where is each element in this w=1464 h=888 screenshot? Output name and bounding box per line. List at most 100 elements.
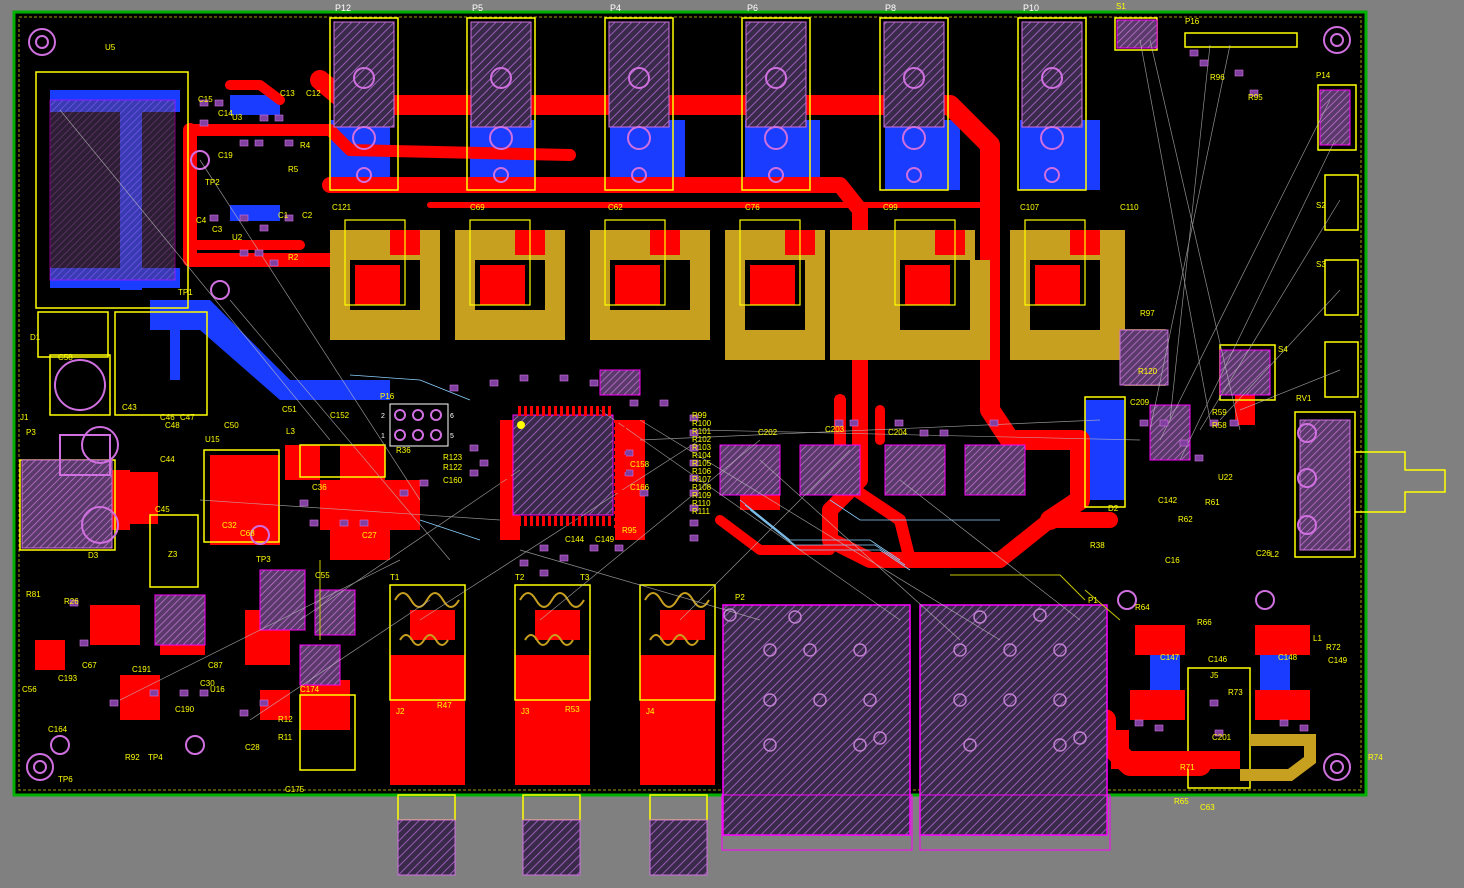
label-r72: R72 (1326, 643, 1341, 652)
label-s1: S1 (1116, 2, 1126, 11)
label-c166: C166 (630, 483, 650, 492)
fet-array (330, 219, 1125, 360)
label-c30: C30 (200, 679, 215, 688)
connector-label: P10 (1023, 3, 1039, 13)
label-r61: R61 (1205, 498, 1220, 507)
label-r74: R74 (1368, 753, 1383, 762)
label-c144: C144 (565, 535, 585, 544)
label-r58: R58 (1212, 421, 1227, 430)
component-bodies (21, 19, 1351, 876)
label-c201: C201 (1212, 733, 1232, 742)
label-r66: R66 (1197, 618, 1212, 627)
label-r96: R96 (1210, 73, 1225, 82)
bottom-right-loop-gold (1240, 734, 1316, 781)
label-c76: C76 (745, 203, 760, 212)
label-tp6: TP6 (58, 775, 73, 784)
label-c149: C149 (1328, 656, 1348, 665)
connector-p6: P6 (741, 3, 811, 191)
label-u5: U5 (105, 43, 116, 52)
left-silkscreen (19, 17, 1446, 821)
label-r106: R106 (692, 467, 712, 476)
label-c48: C48 (165, 421, 180, 430)
label-t3: T3 (580, 573, 590, 582)
label-d2: D2 (1108, 504, 1119, 513)
label-t2: T2 (515, 573, 525, 582)
label-c202: C202 (758, 428, 778, 437)
label-c193: C193 (58, 674, 78, 683)
label-d3: D3 (88, 551, 99, 560)
label-l1: L1 (1313, 634, 1322, 643)
label-l3: L3 (286, 427, 295, 436)
label-c121: C121 (332, 203, 352, 212)
label-j3: J3 (521, 707, 530, 716)
label-c175: C175 (285, 785, 305, 794)
connector-label: P4 (610, 3, 621, 13)
label-z3: Z3 (168, 550, 178, 559)
label-c174: C174 (300, 685, 320, 694)
label-r38: R38 (1090, 541, 1105, 550)
label-c63: C63 (1200, 803, 1215, 812)
label-u16: U16 (210, 685, 225, 694)
label-r64: R64 (1135, 603, 1150, 612)
connector-p4: P4 (604, 3, 674, 191)
transformer-windings (394, 592, 710, 646)
label-c14: C14 (218, 109, 233, 118)
label-r47: R47 (437, 701, 452, 710)
label-r105: R105 (692, 459, 712, 468)
label-r95: R95 (1248, 93, 1263, 102)
label-c45: C45 (155, 505, 170, 514)
label-c56: C56 (22, 685, 37, 694)
label-tp4: TP4 (148, 753, 163, 762)
svg-text:6: 6 (450, 413, 454, 420)
label-p14: P14 (1316, 71, 1331, 80)
label-u3: U3 (232, 113, 243, 122)
label-r122: R122 (443, 463, 463, 472)
label-r53: R53 (565, 705, 580, 714)
label-p16b: P16 (380, 392, 395, 401)
label-r103: R103 (692, 443, 712, 452)
label-r62: R62 (1178, 515, 1193, 524)
label-tp3: TP3 (256, 555, 271, 564)
label-r2: R2 (288, 253, 299, 262)
label-c146: C146 (1208, 655, 1228, 664)
label-r104: R104 (692, 451, 712, 460)
connector-p5: P5 (466, 3, 536, 191)
svg-text:2: 2 (381, 413, 385, 420)
connector-label: P6 (747, 3, 758, 13)
label-c50: C50 (224, 421, 239, 430)
label-r111: R111 (692, 507, 710, 516)
label-j5: J5 (1210, 671, 1219, 680)
label-c147: C147 (1160, 653, 1180, 662)
label-c58: C58 (58, 353, 73, 362)
label-s3: S3 (1316, 260, 1326, 269)
label-c28: C28 (245, 743, 260, 752)
label-c209: C209 (1130, 398, 1150, 407)
label-c13: C13 (280, 89, 295, 98)
label-c32: C32 (222, 521, 237, 530)
label-c19: C19 (218, 151, 233, 160)
board-cut-lines (319, 560, 1121, 640)
label-r110: R110 (692, 499, 711, 508)
label-r73: R73 (1228, 688, 1243, 697)
label-r123: R123 (443, 453, 463, 462)
smd-pads (69, 49, 1309, 737)
label-c107: C107 (1020, 203, 1040, 212)
label-c160: C160 (443, 476, 463, 485)
label-rv1: RV1 (1296, 394, 1312, 403)
label-d1: D1 (30, 333, 41, 342)
svg-text:5: 5 (450, 433, 454, 440)
label-r81: R81 (26, 590, 41, 599)
label-p16: P16 (1185, 17, 1200, 26)
label-c68: C68 (240, 529, 255, 538)
header-p16 (389, 403, 449, 447)
label-c99: C99 (883, 203, 898, 212)
label-r26: R26 (64, 597, 79, 606)
label-c149b: C149 (595, 535, 615, 544)
label-tp2: TP2 (205, 178, 220, 187)
label-p3: P3 (26, 428, 36, 437)
through-hole-pads (50, 150, 1317, 755)
label-c158: C158 (630, 460, 650, 469)
